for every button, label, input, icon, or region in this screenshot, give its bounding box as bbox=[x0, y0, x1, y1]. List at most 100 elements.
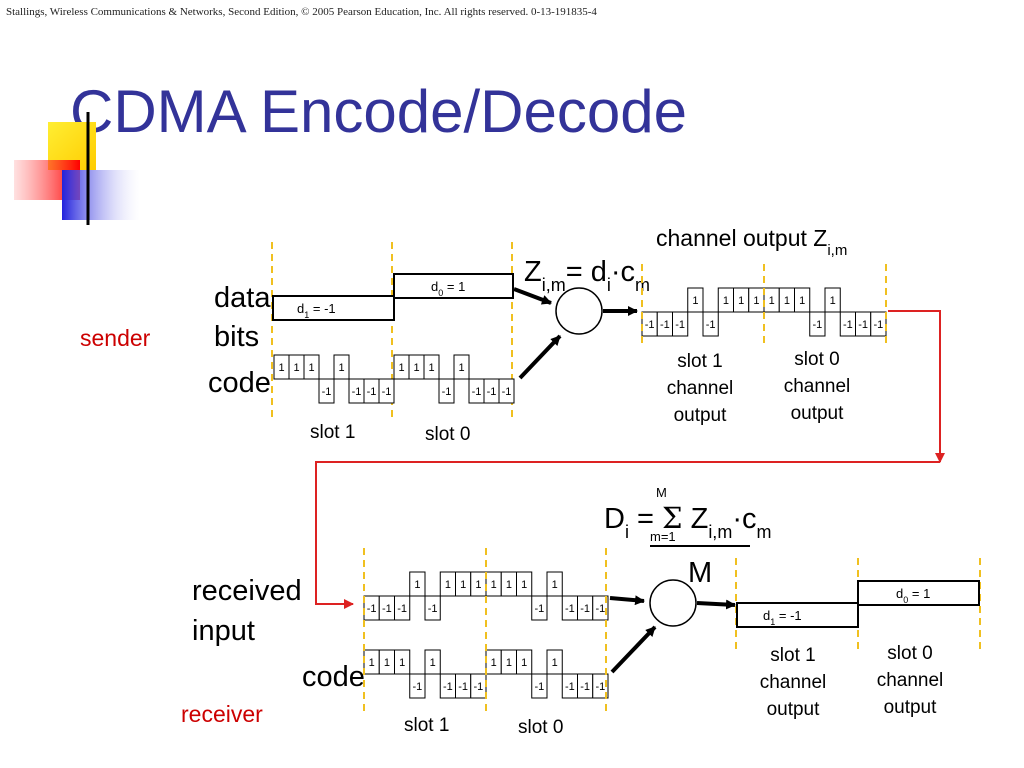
chip-value: -1 bbox=[843, 319, 853, 331]
d0-value: = 1 bbox=[443, 279, 465, 294]
sender-code-arrow bbox=[518, 334, 562, 380]
chip-value: 1 bbox=[692, 295, 698, 307]
chip-value: -1 bbox=[565, 681, 575, 693]
chip-value: -1 bbox=[534, 603, 544, 615]
svg-text:M: M bbox=[688, 557, 712, 589]
chip-value: -1 bbox=[858, 319, 868, 331]
chip-value: -1 bbox=[382, 603, 392, 615]
chip-value: -1 bbox=[812, 319, 822, 331]
chip-value: 1 bbox=[413, 362, 419, 374]
receiver-role-label: receiver bbox=[181, 701, 263, 727]
sender-slot1-label: slot 1 bbox=[310, 422, 355, 443]
chip-value: 1 bbox=[830, 295, 836, 307]
receiver-data-bit-d0: d0 = 1 bbox=[857, 580, 980, 606]
chip-box bbox=[702, 311, 719, 337]
label-line: slot 1 bbox=[677, 351, 722, 372]
receiver-slot0-label: slot 0 bbox=[518, 717, 563, 738]
chip-box bbox=[453, 354, 470, 380]
chip-value: 1 bbox=[398, 362, 404, 374]
chip-value: -1 bbox=[352, 386, 362, 398]
chip-box bbox=[794, 287, 811, 313]
chip-box bbox=[531, 673, 548, 699]
chip-box bbox=[394, 595, 411, 621]
chip-value: 1 bbox=[753, 295, 759, 307]
label-line: output bbox=[767, 699, 821, 720]
data-bits-label-line1: data bbox=[214, 282, 271, 314]
label-line: slot 1 bbox=[770, 645, 815, 666]
channel-output-dividers bbox=[641, 264, 887, 346]
chip-value: -1 bbox=[382, 386, 392, 398]
chip-value: 1 bbox=[308, 362, 314, 374]
chip-value: 1 bbox=[278, 362, 284, 374]
chip-box bbox=[378, 378, 395, 404]
decorative-logo bbox=[14, 112, 1000, 225]
chip-value: -1 bbox=[660, 319, 670, 331]
chip-box bbox=[424, 595, 441, 621]
chip-value: 1 bbox=[414, 579, 420, 591]
chip-value: 1 bbox=[491, 579, 497, 591]
chip-value: -1 bbox=[443, 681, 453, 693]
chip-value: 1 bbox=[293, 362, 299, 374]
chip-box bbox=[394, 649, 411, 675]
d0-label: d bbox=[431, 279, 438, 294]
chip-value: 1 bbox=[521, 579, 527, 591]
chip-value: 1 bbox=[552, 579, 558, 591]
chip-value: -1 bbox=[645, 319, 655, 331]
sender-data-bit-d1: d1 = -1 bbox=[272, 295, 395, 321]
chip-box bbox=[687, 287, 704, 313]
chip-value: 1 bbox=[384, 657, 390, 669]
channel-output-title: channel output Zi,m bbox=[656, 225, 847, 259]
chip-box bbox=[424, 649, 441, 675]
chip-value: -1 bbox=[873, 319, 883, 331]
chip-box bbox=[824, 287, 841, 313]
svg-text:m=1: m=1 bbox=[650, 529, 676, 544]
chip-value: 1 bbox=[506, 579, 512, 591]
label-line: channel bbox=[877, 670, 944, 691]
svg-text:M: M bbox=[656, 485, 667, 500]
chip-value: 1 bbox=[552, 657, 558, 669]
chip-value: -1 bbox=[595, 603, 605, 615]
chip-box bbox=[592, 673, 609, 699]
chip-value: -1 bbox=[458, 681, 468, 693]
label-line: output bbox=[674, 405, 728, 426]
receiver-code-arrow bbox=[610, 625, 657, 674]
label-line: channel bbox=[784, 376, 851, 397]
chip-value: 1 bbox=[738, 295, 744, 307]
chip-value: 1 bbox=[399, 657, 405, 669]
receiver-code-label: code bbox=[302, 661, 365, 693]
chip-box bbox=[516, 571, 533, 597]
chip-box bbox=[438, 378, 455, 404]
receiver-output-arrow bbox=[696, 599, 736, 610]
data-bits-label-line2: bits bbox=[214, 321, 259, 353]
label-line: slot 0 bbox=[887, 643, 932, 664]
chip-value: 1 bbox=[460, 579, 466, 591]
chip-box bbox=[318, 378, 335, 404]
receiver-input-to-multiplier-arrow bbox=[609, 595, 645, 606]
chip-value: -1 bbox=[397, 603, 407, 615]
chip-box bbox=[809, 311, 826, 337]
chip-value: 1 bbox=[430, 657, 436, 669]
sender-multiplier-circle bbox=[555, 287, 603, 335]
sender-code-label: code bbox=[208, 367, 271, 399]
chip-value: 1 bbox=[769, 295, 775, 307]
encode-formula: Zi,m= di·cm bbox=[524, 256, 650, 295]
chip-box bbox=[531, 595, 548, 621]
chip-box bbox=[546, 649, 563, 675]
chip-value: -1 bbox=[322, 386, 332, 398]
receiver-output-dividers bbox=[735, 558, 981, 650]
d1-label: d bbox=[297, 301, 304, 316]
chip-value: 1 bbox=[428, 362, 434, 374]
sender-data-arrow bbox=[513, 287, 552, 305]
chip-value: -1 bbox=[534, 681, 544, 693]
svg-text:d0 = 1: d0 = 1 bbox=[431, 279, 465, 298]
slide-title: CDMA Encode/Decode bbox=[70, 78, 687, 145]
chip-value: -1 bbox=[473, 681, 483, 693]
chip-value: 1 bbox=[521, 657, 527, 669]
sender-data-bit-d0: d0 = 1 bbox=[393, 273, 514, 299]
chip-value: -1 bbox=[565, 603, 575, 615]
